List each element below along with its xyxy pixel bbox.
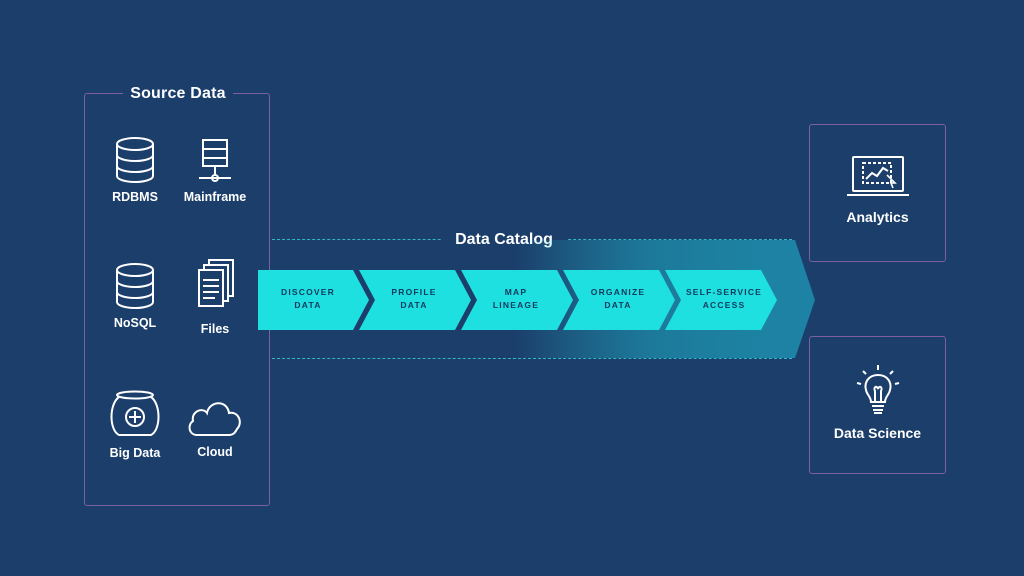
output-label: Data Science	[833, 425, 922, 441]
source-item-nosql: NoSQL	[90, 262, 180, 330]
source-item-label: Big Data	[109, 446, 161, 460]
source-item-label: Mainframe	[183, 190, 247, 204]
source-item-label: Cloud	[197, 445, 233, 459]
step-label-discover: DISCOVER DATA	[281, 287, 335, 310]
server-icon	[199, 139, 231, 182]
output-data-science: Data Science	[809, 336, 946, 474]
lightbulb-icon	[856, 365, 899, 414]
catalog-dashed-bottom	[272, 358, 792, 359]
step-organize-shape	[563, 270, 675, 330]
step-lineage-shape	[461, 270, 573, 330]
step-label-organize: ORGANIZE DATA	[590, 287, 646, 310]
source-item-rdbms: RDBMS	[90, 136, 180, 204]
cloud-icon	[188, 402, 241, 436]
laptop-chart-icon	[846, 156, 909, 196]
step-label-access: SELF-SERVICE ACCESS	[685, 287, 763, 310]
step-label-lineage: MAP LINEAGE	[492, 287, 540, 310]
source-item-files: Files	[170, 258, 260, 336]
files-icon	[198, 259, 234, 307]
source-item-label: NoSQL	[113, 316, 157, 330]
step-access-shape	[665, 270, 777, 330]
step-profile-shape	[359, 270, 471, 330]
output-label: Analytics	[846, 209, 909, 225]
source-item-label: RDBMS	[112, 190, 158, 204]
step-label-profile: PROFILE DATA	[391, 287, 437, 310]
source-item-label: Files	[200, 322, 230, 336]
database-icon	[116, 263, 154, 309]
database-icon	[116, 137, 154, 183]
step-discover-shape	[258, 270, 369, 330]
big-data-jar-icon	[110, 390, 160, 436]
source-data-title: Source Data	[123, 82, 233, 106]
output-analytics: Analytics	[809, 124, 946, 262]
source-item-mainframe: Mainframe	[170, 136, 260, 204]
source-item-cloud: Cloud	[170, 395, 260, 459]
source-item-big-data: Big Data	[90, 390, 180, 460]
catalog-steps	[258, 240, 815, 358]
